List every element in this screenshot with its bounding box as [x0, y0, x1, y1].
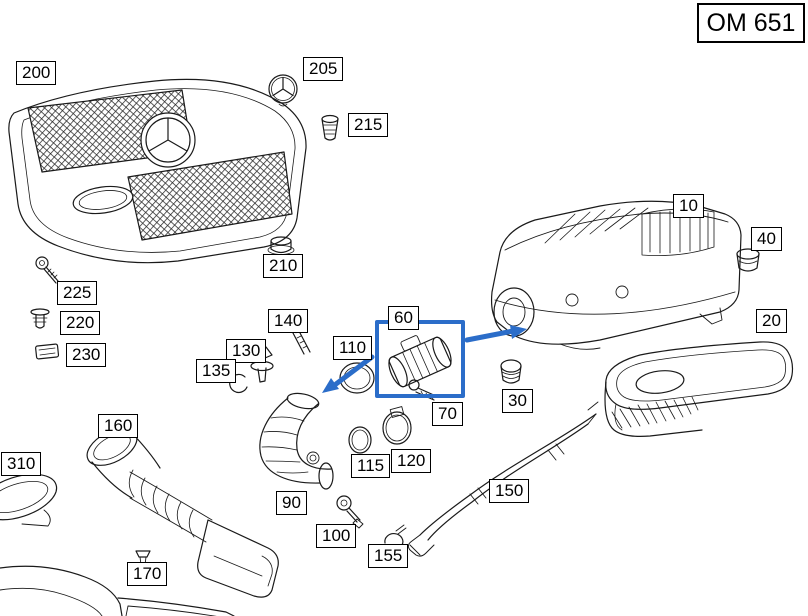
clamp-drawing-155: [384, 524, 407, 546]
part-callout-210[interactable]: 210: [263, 254, 304, 278]
clamp-drawing-115: [348, 426, 372, 454]
part-callout-115[interactable]: 115: [351, 454, 391, 478]
breather-hose-drawing-150: [407, 401, 599, 557]
plug-drawing-215: [321, 114, 339, 141]
filter-element-drawing-20: [604, 341, 794, 437]
part-callout-120[interactable]: 120: [391, 449, 432, 473]
intake-hose-drawing-90: [259, 392, 334, 490]
part-callout-225[interactable]: 225: [57, 281, 98, 305]
part-callout-40[interactable]: 40: [751, 227, 782, 251]
part-callout-135[interactable]: 135: [196, 359, 237, 383]
part-callout-90[interactable]: 90: [276, 491, 307, 515]
partial-part-bottom-left: [0, 565, 235, 616]
part-callout-310[interactable]: 310: [1, 452, 42, 476]
part-callout-140[interactable]: 140: [268, 309, 309, 333]
highlight-box: [375, 320, 465, 398]
sensor-drawing-100: [336, 495, 364, 529]
part-callout-155[interactable]: 155: [368, 544, 409, 568]
clip-drawing-230: [35, 343, 60, 360]
part-callout-60[interactable]: 60: [388, 306, 419, 330]
clip-drawing-220: [30, 308, 50, 329]
maf-sensor-drawing-60: [388, 335, 452, 388]
nut-drawing-210: [267, 236, 295, 255]
bushing-drawing-30: [500, 359, 522, 384]
air-cleaner-housing-drawing-10: [490, 200, 742, 350]
part-callout-20[interactable]: 20: [756, 309, 787, 333]
star-emblem-drawing: [268, 74, 298, 107]
engine-code-box: OM 651: [697, 3, 805, 43]
part-callout-70[interactable]: 70: [432, 402, 463, 426]
maf-highlight: [322, 320, 527, 398]
clamp-drawing-120: [382, 406, 412, 445]
highlight-arrowhead-right: [510, 325, 527, 339]
part-callout-160[interactable]: 160: [98, 414, 139, 438]
intake-duct-drawing-160: [86, 428, 279, 598]
part-callout-200[interactable]: 200: [16, 61, 57, 85]
part-callout-10[interactable]: 10: [673, 194, 704, 218]
part-callout-110[interactable]: 110: [333, 336, 373, 360]
grommet-drawing-40: [736, 248, 760, 272]
part-callout-30[interactable]: 30: [502, 389, 533, 413]
part-callout-215[interactable]: 215: [348, 113, 389, 137]
highlight-arrow-left: [333, 354, 375, 387]
part-callout-150[interactable]: 150: [489, 479, 530, 503]
bolt-drawing-225: [35, 256, 59, 284]
part-callout-130[interactable]: 130: [226, 339, 267, 363]
part-callout-220[interactable]: 220: [60, 311, 101, 335]
highlight-arrowhead-left: [322, 378, 339, 393]
part-callout-170[interactable]: 170: [127, 562, 168, 586]
bracket-drawing-310: [0, 473, 58, 527]
engine-cover-drawing: [8, 78, 307, 264]
part-callout-230[interactable]: 230: [66, 343, 107, 367]
part-callout-100[interactable]: 100: [316, 524, 357, 548]
part-callout-205[interactable]: 205: [303, 57, 344, 81]
ring-drawing-135: [229, 373, 248, 394]
highlight-arrow-right: [464, 328, 516, 343]
